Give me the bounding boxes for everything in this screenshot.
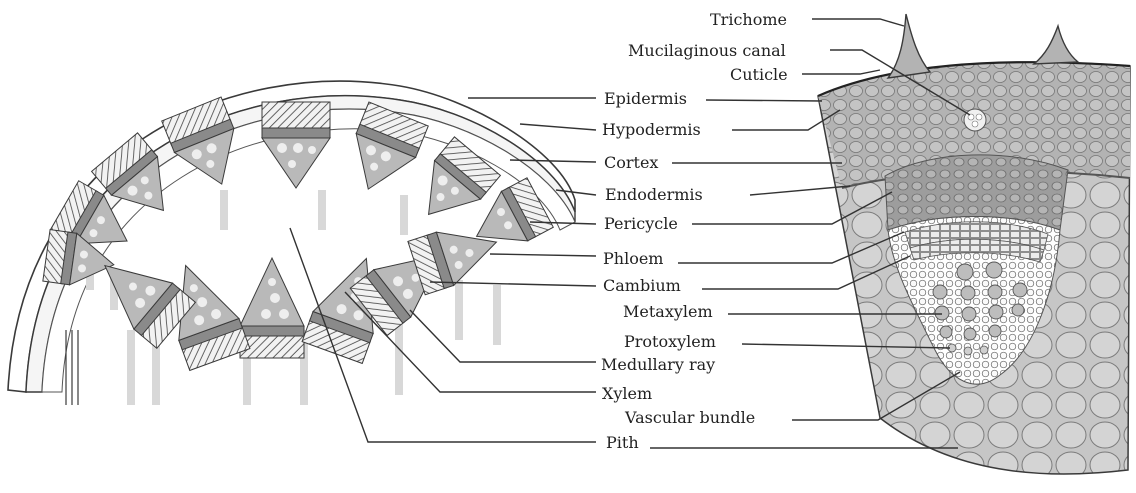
label-trichome: Trichome <box>710 10 787 29</box>
label-cambium: Cambium <box>603 276 681 295</box>
wedge-section <box>818 14 1130 474</box>
label-pith: Pith <box>606 433 639 452</box>
labels: Trichome Mucilaginous canal Cuticle Epid… <box>601 10 788 452</box>
label-xylem: Xylem <box>602 384 652 403</box>
wedge-trichome-right <box>1034 26 1078 64</box>
wedge-mucilaginous-canal <box>964 109 986 131</box>
label-phloem: Phloem <box>603 249 663 268</box>
label-hypodermis: Hypodermis <box>602 120 701 139</box>
stem-section <box>8 81 575 405</box>
label-cuticle: Cuticle <box>730 65 788 84</box>
label-vascular-bundle: Vascular bundle <box>624 408 755 427</box>
label-endodermis: Endodermis <box>605 185 703 204</box>
label-medullary-ray: Medullary ray <box>601 355 715 374</box>
label-cortex: Cortex <box>604 153 658 172</box>
stem-bundle <box>240 258 304 358</box>
label-pericycle: Pericycle <box>604 214 678 233</box>
label-protoxylem: Protoxylem <box>624 332 716 351</box>
label-epidermis: Epidermis <box>604 89 687 108</box>
label-mucilaginous-canal: Mucilaginous canal <box>628 41 786 60</box>
stem-bundle <box>262 102 330 188</box>
vascular-bundles-inner-ring <box>86 215 505 370</box>
label-metaxylem: Metaxylem <box>623 302 713 321</box>
